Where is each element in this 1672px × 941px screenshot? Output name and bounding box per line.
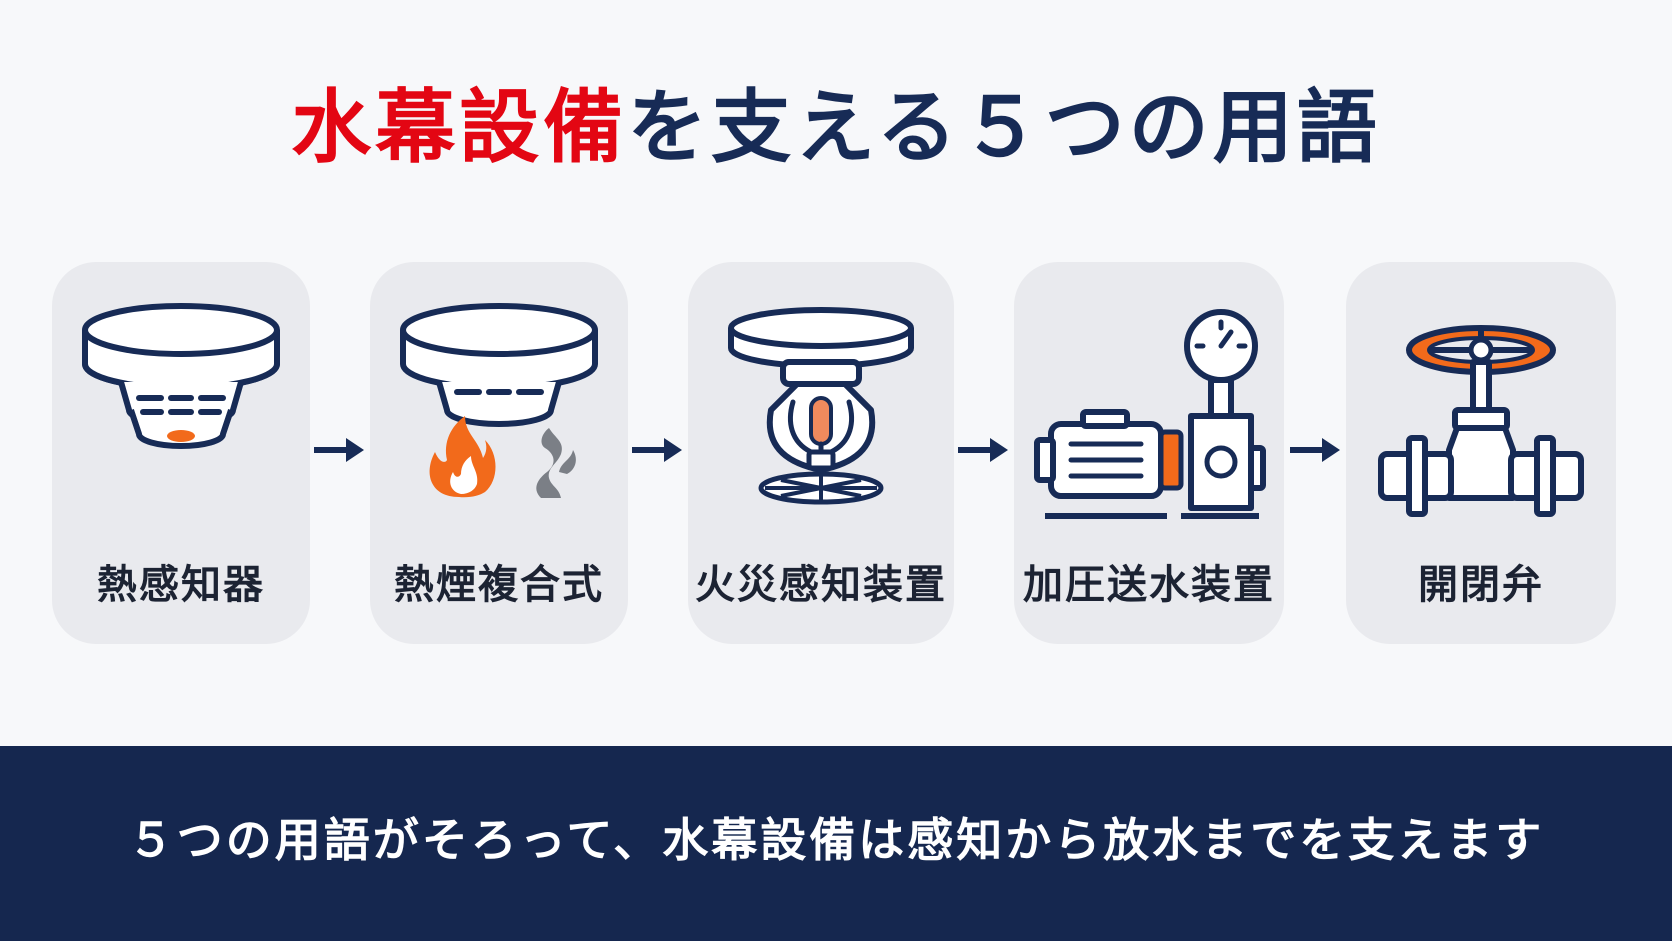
gate-valve-icon [1346, 262, 1616, 552]
sprinkler-head-icon [688, 262, 954, 552]
footer-banner: ５つの用語がそろって、水幕設備は感知から放水までを支えます [0, 746, 1672, 941]
card-label: 加圧送水装置 [1023, 562, 1275, 608]
heat-smoke-combo-detector-icon [370, 262, 628, 552]
page-title: 水幕設備を支える５つの用語 [0, 78, 1672, 178]
card-gate-valve: 開閉弁 [1346, 262, 1616, 644]
title-accent: 水幕設備 [291, 81, 628, 174]
heat-detector-icon [52, 262, 310, 552]
card-pressure-pump: 加圧送水装置 [1014, 262, 1284, 644]
card-label: 熱感知器 [97, 562, 265, 608]
card-fire-detection-device: 火災感知装置 [688, 262, 954, 644]
card-label: 火災感知装置 [695, 562, 947, 608]
arrow-right-icon [1290, 438, 1340, 462]
title-main: を支える５つの用語 [627, 81, 1381, 174]
card-heat-smoke-detector: 熱煙複合式 [370, 262, 628, 644]
card-label: 熱煙複合式 [394, 562, 604, 608]
arrow-right-icon [314, 438, 364, 462]
arrow-right-icon [632, 438, 682, 462]
arrow-right-icon [958, 438, 1008, 462]
card-label: 開閉弁 [1418, 562, 1544, 608]
footer-message: ５つの用語がそろって、水幕設備は感知から放水までを支えます [127, 813, 1545, 867]
pressure-pump-icon [1014, 262, 1284, 552]
card-heat-detector: 熱感知器 [52, 262, 310, 644]
